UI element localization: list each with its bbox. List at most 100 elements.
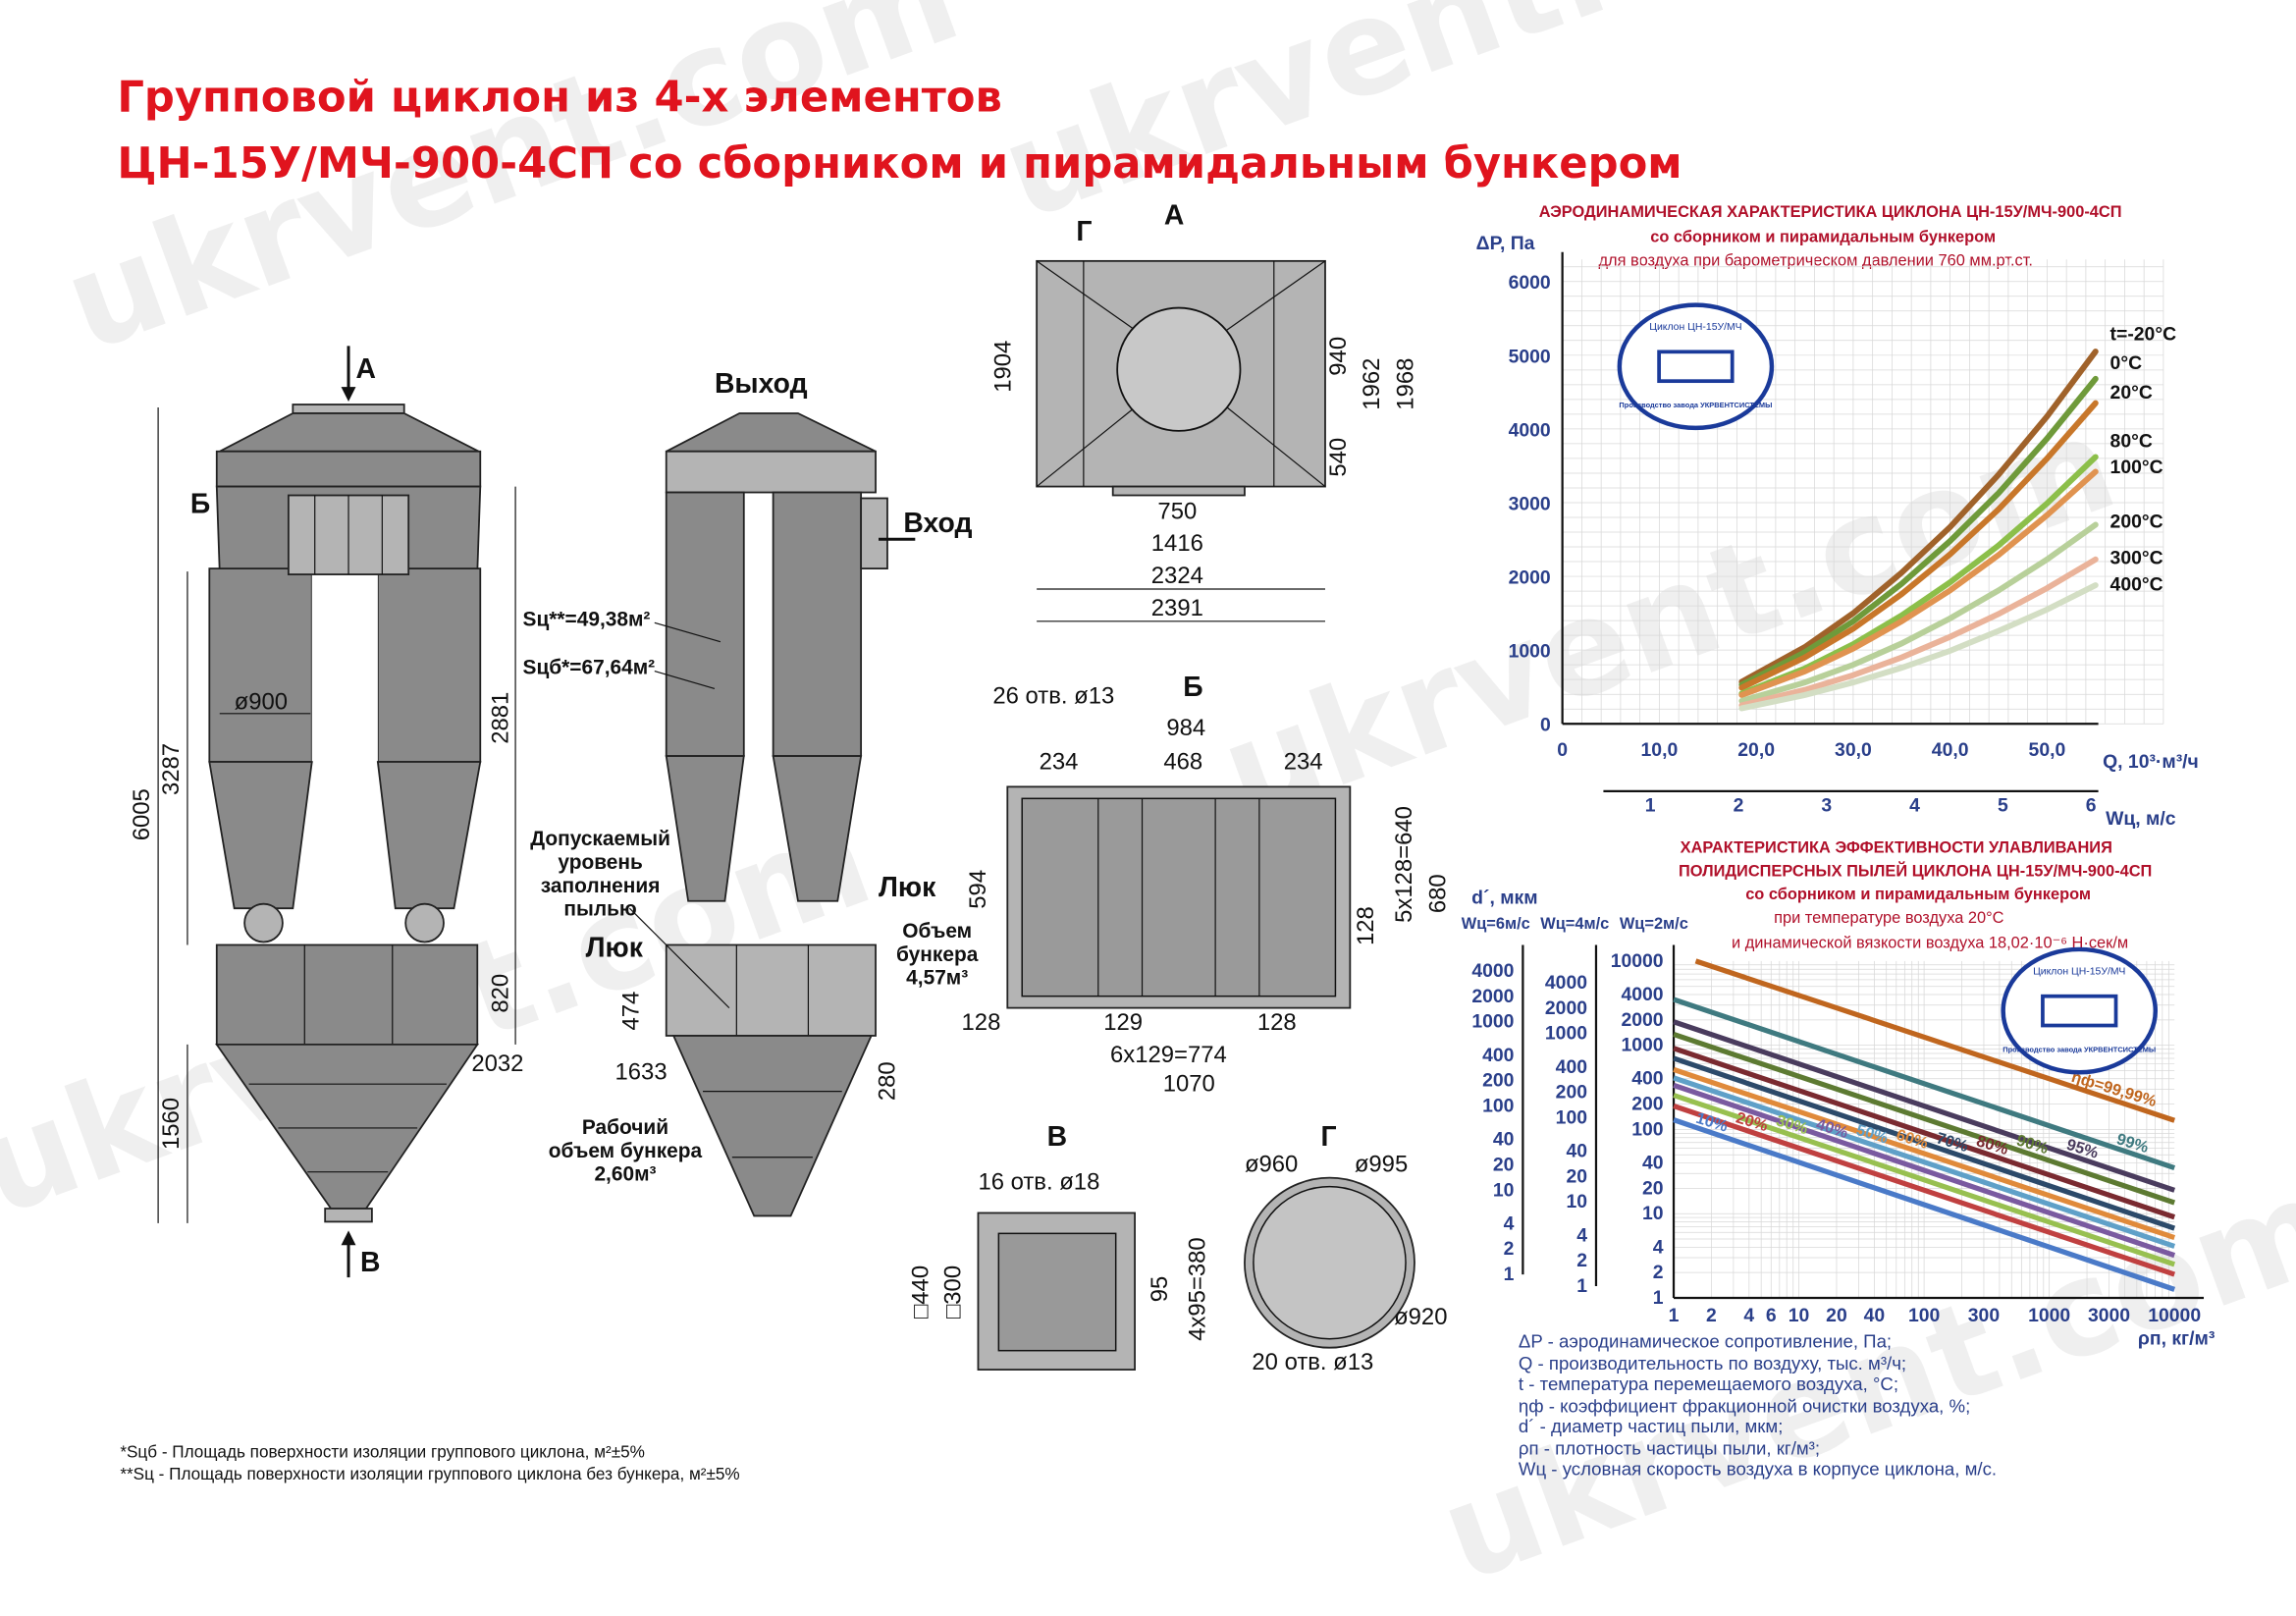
eff-title-2: ПОЛИДИСПЕРСНЫХ ПЫЛЕЙ ЦИКЛОНА ЦН-15У/МЧ-9… — [1679, 861, 2152, 880]
x-tick-label: 30,0 — [1835, 739, 1872, 761]
svg-text:Рабочий: Рабочий — [582, 1116, 668, 1139]
y-tick-label: 2 — [1576, 1250, 1587, 1271]
series-line — [1673, 1055, 2176, 1231]
y-tick-label: 20 — [1642, 1177, 1664, 1199]
series-line — [1673, 1104, 2176, 1277]
surface-area-cyclone: Sц**=49,38м² — [523, 608, 651, 630]
y-tick-label: 100 — [1631, 1118, 1663, 1140]
y-axis-label: Wц=4м/с — [1540, 915, 1609, 933]
y-tick-label: 1 — [1576, 1275, 1587, 1297]
y-tick-label: 20 — [1493, 1154, 1515, 1175]
hatch-label-right: Люк — [879, 872, 936, 903]
x-tick-label: 1000 — [2028, 1305, 2070, 1326]
dim-680: 680 — [1424, 874, 1451, 913]
dim-total-height: 6005 — [129, 788, 155, 840]
series-line — [1673, 1075, 2176, 1249]
company-stamp: Циклон ЦН-15У/МЧ Производство завода УКР… — [2001, 946, 2159, 1075]
series-label: 100°С — [2110, 457, 2163, 478]
y-tick-label: 1000 — [1621, 1035, 1663, 1056]
flange-mark-b: Б — [190, 488, 210, 519]
view-b-flange: Б 26 отв. ø13 984 234 468 234 594 5x128=… — [962, 672, 1452, 1098]
dim-774: 6x129=774 — [1110, 1042, 1227, 1068]
x-tick-label: 10,0 — [1641, 739, 1679, 761]
series-line — [1738, 400, 2099, 691]
y-tick-label: 10 — [1566, 1191, 1587, 1212]
holes-g: 20 отв. ø13 — [1252, 1349, 1373, 1375]
aero-xlabel: Q, 10³·м³/ч — [2103, 751, 2199, 773]
y-tick-label: 5000 — [1509, 346, 1551, 367]
eff-note-1: при температуре воздуха 20°С — [1774, 909, 2004, 927]
y-axis-label: Wц=6м/с — [1462, 915, 1530, 933]
svg-text:Допускаемый: Допускаемый — [530, 828, 670, 850]
series-label: 0°С — [2110, 352, 2143, 374]
svg-text:объем бункера: объем бункера — [549, 1140, 703, 1162]
y-tick-label: 2 — [1653, 1262, 1664, 1283]
dim-300: □300 — [940, 1266, 967, 1319]
view-arrow-a: А — [355, 353, 375, 385]
y-tick-label: 40 — [1566, 1141, 1587, 1162]
view-arrow-v: В — [360, 1247, 380, 1278]
series-line — [1673, 1046, 2176, 1220]
x-tick-label: 300 — [1968, 1305, 2000, 1326]
x-tick-label: 20,0 — [1737, 739, 1775, 761]
stamp-text-top: Циклон ЦН-15У/МЧ — [2033, 966, 2125, 977]
series-line — [1738, 375, 2099, 688]
svg-text:2,60м³: 2,60м³ — [594, 1163, 656, 1186]
y-tick-label: 2 — [1504, 1238, 1515, 1260]
dim-dust-level: 474 — [617, 992, 644, 1031]
y-tick-label: 100 — [1556, 1106, 1587, 1128]
dim-128: 128 — [962, 1009, 1001, 1036]
y-tick-label: 1000 — [1471, 1011, 1514, 1033]
x-tick-label: 2 — [1706, 1305, 1717, 1326]
series-label: t=-20°С — [2110, 323, 2177, 345]
eff-note-2: и динамической вязкости воздуха 18,02·10… — [1732, 934, 2128, 951]
legend-line: ηф - коэффициент фракционной очистки воз… — [1519, 1395, 1970, 1416]
footnote-2: **Sц - Площадь поверхности изоляции груп… — [120, 1464, 739, 1483]
y-tick-label: 1 — [1653, 1287, 1664, 1309]
dim-468: 468 — [1163, 748, 1202, 775]
series-line — [1738, 582, 2099, 712]
y-tick-label: 40 — [1493, 1129, 1515, 1151]
y-tick-label: 400 — [1556, 1056, 1587, 1078]
dim-1904: 1904 — [989, 341, 1016, 393]
legend-line: Wц - условная скорость воздуха в корпусе… — [1519, 1458, 1997, 1479]
series-label: 40% — [1814, 1115, 1850, 1142]
stamp-text-bottom: Производство завода УКРВЕНТСИСТЕМЫ — [1619, 401, 1772, 409]
y-tick-label: 6000 — [1509, 272, 1551, 294]
dim-1962: 1962 — [1359, 358, 1385, 410]
series-label: 80°С — [2110, 430, 2153, 452]
holes-v: 16 отв. ø18 — [978, 1169, 1099, 1196]
dim-129: 129 — [1103, 1009, 1143, 1036]
x-tick-label: 40,0 — [1932, 739, 1969, 761]
x2-tick-label: 5 — [1998, 795, 2008, 817]
dim-128: 128 — [1257, 1009, 1297, 1036]
x-tick-label: 100 — [1908, 1305, 1940, 1326]
legend-line: Q - производительность по воздуху, тыс. … — [1519, 1353, 1906, 1374]
dim-984: 984 — [1166, 715, 1205, 741]
legend-line: t - температура перемещаемого воздуха, °… — [1519, 1374, 1898, 1394]
y-tick-label: 4000 — [1471, 960, 1514, 982]
aero-note: для воздуха при барометрическом давлении… — [1598, 251, 2032, 269]
series-label: 90% — [2014, 1131, 2051, 1158]
view-v-flange: В 16 отв. ø18 □440 □300 95 4x95=380 — [908, 1121, 1211, 1371]
y-tick-label: 1000 — [1509, 641, 1551, 663]
holes-b: 26 отв. ø13 — [992, 682, 1114, 709]
dim-960: ø960 — [1245, 1152, 1298, 1178]
y-tick-label: 10 — [1493, 1179, 1515, 1201]
y-tick-label: 4 — [1504, 1212, 1515, 1234]
dim-1070: 1070 — [1163, 1071, 1215, 1098]
x2-tick-label: 4 — [1909, 795, 1920, 817]
x-tick-label: 50,0 — [2029, 739, 2066, 761]
y-tick-label: 200 — [1482, 1070, 1514, 1092]
y-tick-label: 10000 — [1611, 950, 1664, 972]
dim-995: ø995 — [1355, 1152, 1408, 1178]
eff-ylabel: d´, мкм — [1471, 888, 1537, 909]
work-volume-label: Рабочий объем бункера 2,60м³ — [549, 1116, 703, 1186]
y-tick-label: 0 — [1540, 715, 1551, 736]
dim-1968: 1968 — [1392, 358, 1418, 410]
eff-title-1: ХАРАКТЕРИСТИКА ЭФФЕКТИВНОСТИ УЛАВЛИВАНИЯ — [1681, 838, 2112, 856]
series-line — [1694, 958, 2176, 1123]
series-line — [1673, 1019, 2176, 1193]
dim-cylinder-height: 2881 — [488, 692, 514, 744]
